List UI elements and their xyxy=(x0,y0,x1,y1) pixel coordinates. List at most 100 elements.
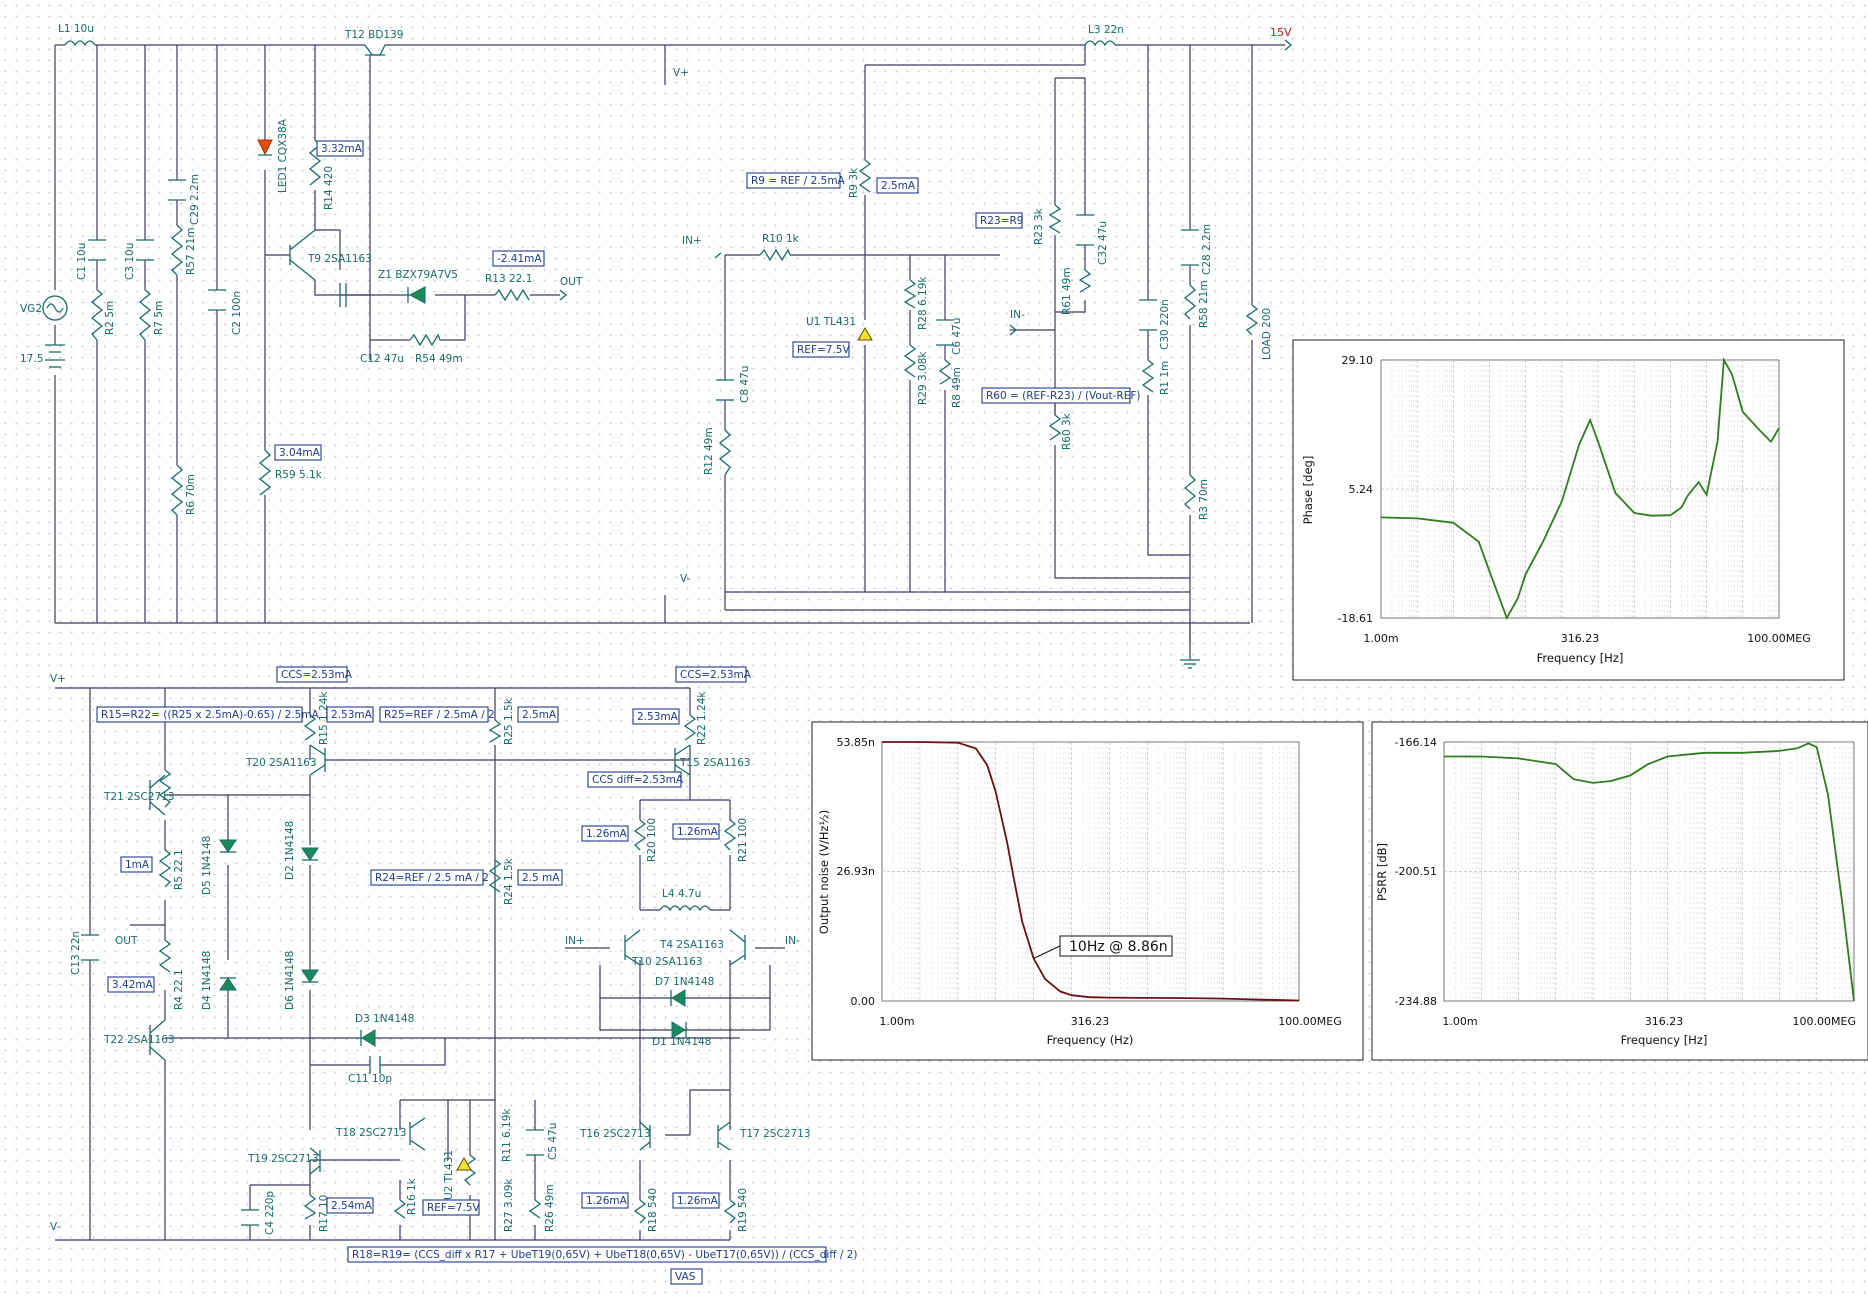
label-t17: T17 2SC2713 xyxy=(739,1128,811,1140)
tag-ref-7-5v-bottom: REF=7.5V xyxy=(422,1199,480,1216)
svg-text:R18=R19= (CCS_diff x R17 + Ube: R18=R19= (CCS_diff x R17 + UbeT19(0,65V)… xyxy=(352,1249,858,1261)
label-vg2: VG2 xyxy=(20,303,42,315)
label-c6: C6 47u xyxy=(951,318,963,355)
label-r23: R23 3k xyxy=(1033,207,1045,245)
label-t15: T15 2SA1163 xyxy=(679,757,751,769)
label-r59: R59 5.1k xyxy=(275,469,323,481)
phase-ytick-mid: 5.24 xyxy=(1349,483,1374,496)
tag-1-26ma-r21: 1.26mA xyxy=(672,823,720,840)
label-r18: R18 540 xyxy=(647,1188,659,1232)
label-t4: T4 2SA1163 xyxy=(659,939,724,951)
top-supply-wires xyxy=(54,44,1285,660)
svg-text:REF=7.5V: REF=7.5V xyxy=(427,1202,480,1214)
label-c2: C2 100n xyxy=(231,291,243,335)
annotation-tags: 3.32mA -2.41mA 3.04mA R9 = REF / 2.5mA 2… xyxy=(96,140,1140,1285)
tag-ccs-right: CCS=2.53mA xyxy=(675,666,752,683)
label-r2: R2 5m xyxy=(104,301,116,335)
svg-text:R60 = (REF-R23) / (Vout-REF): R60 = (REF-R23) / (Vout-REF) xyxy=(986,390,1140,402)
svg-text:2.53mA: 2.53mA xyxy=(637,711,679,723)
tag-1-26ma-r18: 1.26mA xyxy=(581,1192,629,1209)
svg-text:R23=R9: R23=R9 xyxy=(980,215,1023,227)
label-c11: C11 10p xyxy=(348,1073,392,1085)
svg-text:R15=R22= ((R25 x 2.5mA)-0.65): R15=R22= ((R25 x 2.5mA)-0.65) / 2.5mA xyxy=(101,709,320,721)
label-r7: R7 5m xyxy=(153,301,165,335)
noise-annotation-text: 10Hz @ 8.86n xyxy=(1069,939,1168,955)
label-t16: T16 2SC2713 xyxy=(579,1128,651,1140)
svg-text:R9 = REF / 2.5mA: R9 = REF / 2.5mA xyxy=(751,175,846,187)
label-t20: T20 2SA1163 xyxy=(245,757,317,769)
label-r16: R16 1k xyxy=(406,1177,418,1215)
label-d6: D6 1N4148 xyxy=(284,951,296,1010)
label-vplus-top: V+ xyxy=(673,67,689,79)
label-r19: R19 540 xyxy=(737,1188,749,1232)
tag-3-32ma: 3.32mA xyxy=(316,140,364,157)
label-t19: T19 2SC2713 xyxy=(247,1153,319,1165)
phase-chart-grid xyxy=(1381,360,1779,618)
label-t18: T18 2SC2713 xyxy=(335,1127,407,1139)
noise-ytick-top: 53.85n xyxy=(837,736,875,749)
svg-text:1mA: 1mA xyxy=(125,859,150,871)
tag-2-53ma-r22: 2.53mA xyxy=(632,708,680,725)
tag-ccs-left: CCS=2.53mA xyxy=(276,666,353,683)
svg-text:2.5mA: 2.5mA xyxy=(522,709,557,721)
label-c12: C12 47u xyxy=(360,353,404,365)
label-inm-top: IN- xyxy=(1010,309,1025,321)
label-l1: L1 10u xyxy=(58,23,94,35)
label-t10: T10 2SA1163 xyxy=(631,956,703,968)
noise-chart: 53.85n 26.93n 0.00 1.00m 316.23 100.00ME… xyxy=(811,721,1364,1061)
label-r57: R57 21m xyxy=(185,227,197,275)
svg-text:1.26mA: 1.26mA xyxy=(677,826,719,838)
noise-xtick-left: 1.00m xyxy=(879,1015,914,1028)
label-r22: R22 1.24k xyxy=(696,691,708,745)
label-c32: C32 47u xyxy=(1097,221,1109,265)
label-r12: R12 49m xyxy=(703,427,715,475)
svg-text:2.5 mA: 2.5 mA xyxy=(522,872,560,884)
label-r3: R3 70m xyxy=(1198,479,1210,520)
tag-3-04ma: 3.04mA xyxy=(274,444,322,461)
label-inp-top: IN+ xyxy=(682,235,702,247)
svg-text:R24=REF / 2.5 mA / 2: R24=REF / 2.5 mA / 2 xyxy=(375,872,489,884)
label-t9: T9 2SA1163 xyxy=(307,253,372,265)
svg-text:2.53mA: 2.53mA xyxy=(331,709,373,721)
svg-text:3.42mA: 3.42mA xyxy=(112,979,154,991)
label-l3: L3 22n xyxy=(1088,24,1124,36)
label-vminus-b: V- xyxy=(50,1221,61,1233)
label-c3: C3 10u xyxy=(124,243,136,280)
label-vminus-top: V- xyxy=(680,573,691,585)
svg-text:CCS=2.53mA: CCS=2.53mA xyxy=(281,669,353,681)
tag-r24-formula: R24=REF / 2.5 mA / 2 xyxy=(370,869,489,886)
tag-vas: VAS xyxy=(670,1268,703,1285)
label-out-b: OUT xyxy=(115,935,138,947)
label-out-top: OUT xyxy=(560,276,583,288)
tag-2-53ma-r15: 2.53mA xyxy=(326,706,374,723)
label-r6: R6 70m xyxy=(185,474,197,515)
label-15v: 15V xyxy=(1270,26,1292,39)
label-r54: R54 49m xyxy=(415,353,463,365)
label-d5: D5 1N4148 xyxy=(201,836,213,895)
phase-ylabel: Phase [deg] xyxy=(1301,456,1315,525)
label-r11: R11 6.19k xyxy=(501,1108,513,1162)
noise-annotation: 10Hz @ 8.86n xyxy=(1033,935,1173,959)
tag-1-26ma-r19: 1.26mA xyxy=(672,1192,720,1209)
label-c8: C8 47u xyxy=(739,366,751,403)
label-r13: R13 22.1 xyxy=(485,273,532,285)
label-r8: R8 49m xyxy=(951,367,963,408)
psrr-xlabel: Frequency [Hz] xyxy=(1621,1033,1708,1047)
label-vplus-b: V+ xyxy=(50,673,66,685)
psrr-chart-grid xyxy=(1444,742,1854,1001)
label-r15: R15 1.24k xyxy=(318,691,330,745)
phase-ytick-bottom: -18.61 xyxy=(1338,612,1373,625)
phase-xtick-left: 1.00m xyxy=(1363,632,1398,645)
tag-r25-formula: R25=REF / 2.5mA / 2 xyxy=(379,706,495,723)
bottom-amp-labels: V+ V- R15 1.24k T20 2SA1163 R25 1.5k R22… xyxy=(50,673,811,1235)
phase-xtick-right: 100.00MEG xyxy=(1747,632,1810,645)
label-led1: LED1 CQX38A xyxy=(277,118,289,193)
label-t12: T12 BD139 xyxy=(344,29,403,41)
noise-xtick-right: 100.00MEG xyxy=(1278,1015,1341,1028)
label-load: LOAD 200 xyxy=(1261,308,1273,360)
tag-2-54ma: 2.54mA xyxy=(326,1197,374,1214)
label-r1: R1 1m xyxy=(1159,361,1171,395)
label-r20: R20 100 xyxy=(646,818,658,862)
tag-ref-7-5v-top: REF=7.5V xyxy=(792,341,850,358)
label-d7: D7 1N4148 xyxy=(655,976,714,988)
